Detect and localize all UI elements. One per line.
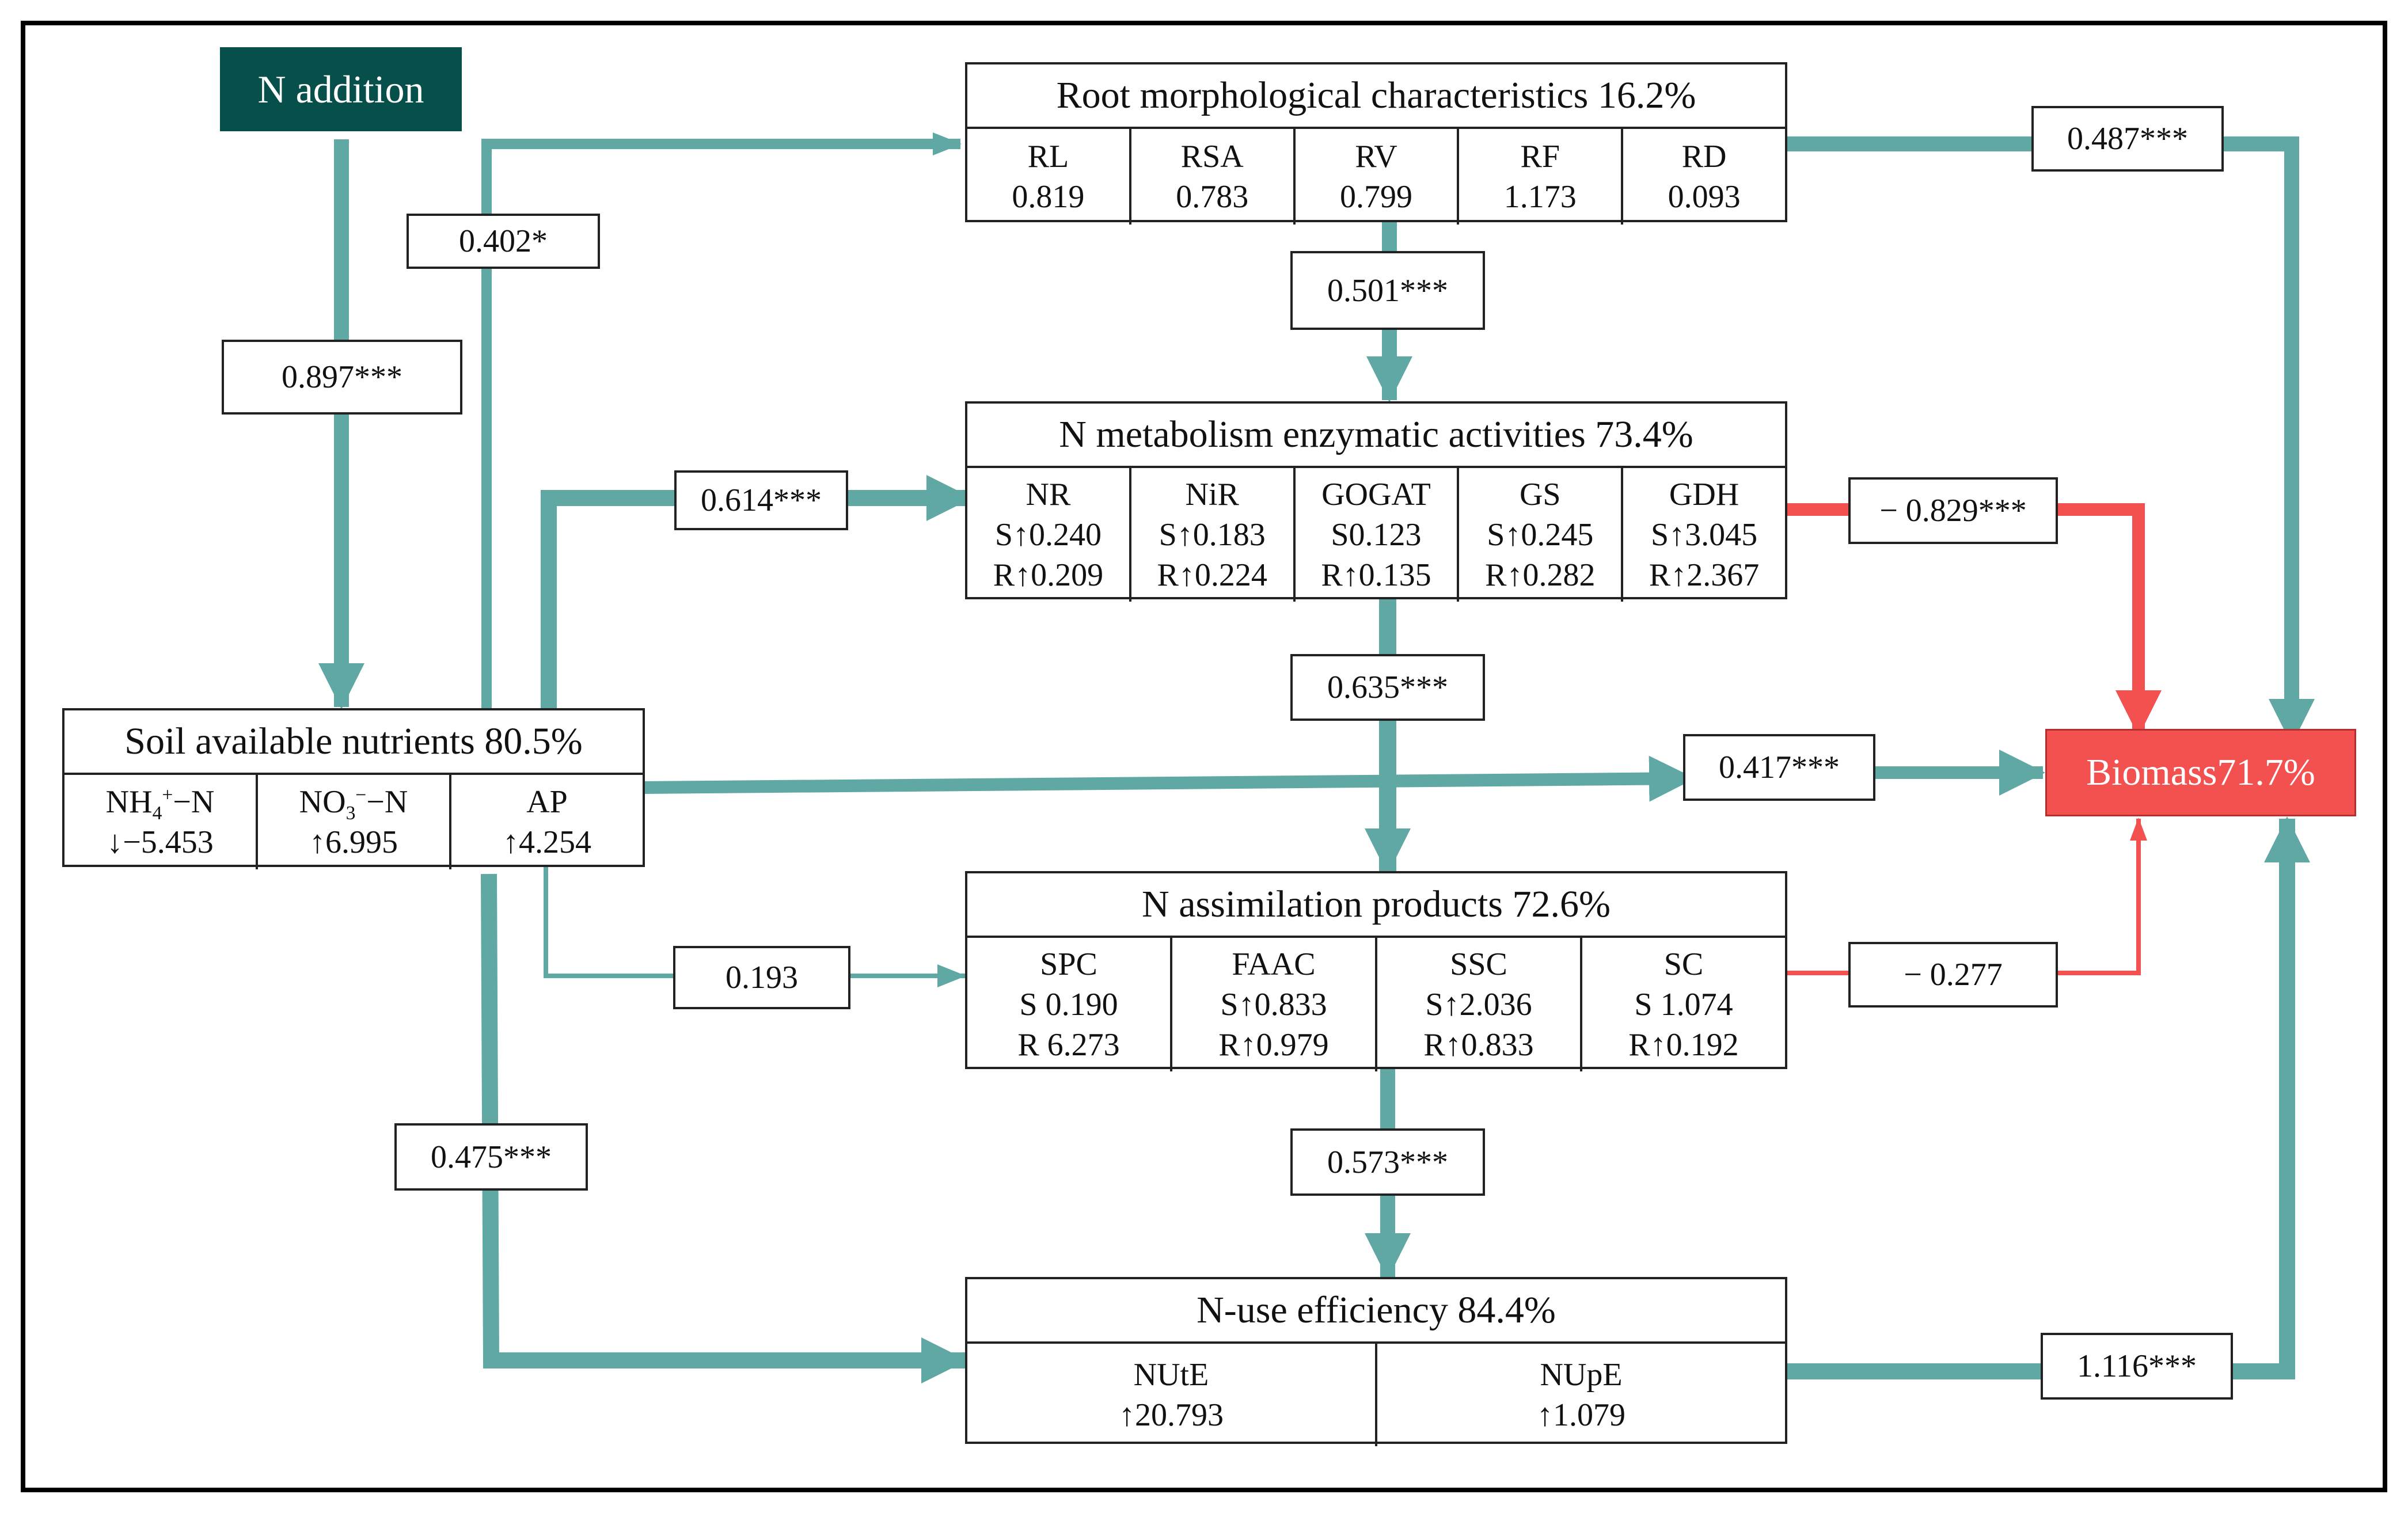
cell-rv-name: RV [1355,139,1397,174]
arrow-soil-to-biomass [644,755,1695,802]
root-morphology-title: Root morphological characteristics 16.2% [967,64,1785,129]
cell-gdh-s: S↑3.045 [1651,517,1758,553]
coef-assim-to-biomass: − 0.277 [1848,942,2058,1008]
cell-nute-name: NUtE [1133,1357,1209,1393]
coef-soil-to-metab: 0.614*** [674,470,848,530]
biomass-node: Biomass71.7% [2045,729,2356,816]
cell-nh4-value: ↓−5.453 [107,824,214,860]
coef-soil-to-assim: 0.193 [673,946,850,1009]
figure-frame [21,21,2387,1492]
cell-no3-value: ↑6.995 [309,824,398,860]
cell-ssc-s: S↑2.036 [1425,987,1532,1022]
cell-gs-name: GS [1519,477,1561,512]
coef-soil-to-root: 0.402* [407,214,600,269]
soil-nutrients-box: Soil available nutrients 80.5% NH4+−N ↓−… [62,708,645,869]
n-use-efficiency-box: N-use efficiency 84.4% NUtE ↑20.793 NUpE ↑… [965,1277,1787,1446]
cell-rl-name: RL [1027,139,1069,174]
cell-spc-s: S 0.190 [1019,987,1118,1022]
arrow-root-to-biomass [1787,136,2315,745]
n-metabolism-box: N metabolism enzymatic activities 73.4% … [965,401,1787,602]
n-assimilation-box: N assimilation products 72.6% SPC S 0.190… [965,871,1787,1071]
cell-gogat-name: GOGAT [1321,477,1431,512]
cell-rd-value: 0.093 [1668,179,1741,215]
coef-n-to-soil: 0.897*** [222,340,462,415]
cell-gogat-s: S0.123 [1331,517,1422,553]
arrow-nue-to-biomass [1787,816,2310,1379]
cell-no3: NO3−−N ↑6.995 [256,775,449,869]
cell-no3-name: NO3−−N [299,784,408,824]
n-addition-node: N addition [220,47,462,131]
cell-faac-s: S↑0.833 [1220,987,1327,1022]
cell-rv-value: 0.799 [1339,179,1412,215]
cell-sc-name: SC [1663,946,1704,982]
cell-rl: RL 0.819 [967,129,1129,225]
cell-nir-name: NiR [1185,477,1239,512]
cell-nupe-value: ↑1.079 [1537,1397,1625,1433]
cell-nh4-name: NH4+−N [105,784,215,824]
cell-sc-r: R↑0.192 [1628,1027,1739,1063]
cell-sc-s: S 1.074 [1634,987,1733,1022]
arrow-soil-to-root [481,132,962,709]
cell-rd: RD 0.093 [1621,129,1785,225]
n-assimilation-title: N assimilation products 72.6% [967,873,1785,938]
cell-gs-r: R↑0.282 [1485,557,1596,593]
cell-rf: RF 1.173 [1457,129,1621,225]
coef-assim-to-nue: 0.573*** [1290,1128,1485,1196]
n-metabolism-title: N metabolism enzymatic activities 73.4% [967,404,1785,468]
cell-nr-name: NR [1026,477,1071,512]
cell-nute: NUtE ↑20.793 [967,1344,1375,1446]
cell-rl-value: 0.819 [1012,179,1085,215]
cell-rf-value: 1.173 [1503,179,1577,215]
cell-gogat-r: R↑0.135 [1321,557,1431,593]
cell-faac-r: R↑0.979 [1218,1027,1329,1063]
cell-ap-value: ↑4.254 [503,824,591,860]
arrow-soil-to-nue [481,873,967,1383]
coef-root-to-metab: 0.501*** [1290,251,1485,330]
cell-gs-s: S↑0.245 [1487,517,1594,553]
cell-nir-r: R↑0.224 [1157,557,1267,593]
coef-metab-to-biomass: − 0.829*** [1848,477,2058,544]
cell-rd-name: RD [1681,139,1727,174]
cell-rsa: RSA 0.783 [1129,129,1293,225]
cell-nh4: NH4+−N ↓−5.453 [64,775,256,869]
cell-ssc-r: R↑0.833 [1423,1027,1534,1063]
coef-soil-to-nue: 0.475*** [394,1123,588,1191]
cell-rsa-value: 0.783 [1176,179,1249,215]
cell-gdh-r: R↑2.367 [1649,557,1760,593]
cell-nir-s: S↑0.183 [1159,517,1266,553]
cell-nr-r: R↑0.209 [993,557,1104,593]
cell-nr-s: S↑0.240 [994,517,1102,553]
cell-ap-name: AP [526,784,568,820]
coef-metab-to-assim: 0.635*** [1290,654,1485,721]
root-morphology-box: Root morphological characteristics 16.2%… [965,62,1787,225]
cell-spc-name: SPC [1040,946,1097,982]
coef-soil-to-biomass: 0.417*** [1683,734,1875,801]
cell-ap: AP ↑4.254 [449,775,643,869]
coef-root-to-biomass: 0.487*** [2031,106,2224,172]
cell-nupe-name: NUpE [1540,1357,1623,1393]
cell-rv: RV 0.799 [1293,129,1457,225]
cell-nupe: NUpE ↑1.079 [1375,1344,1785,1446]
cell-spc-r: R 6.273 [1017,1027,1120,1063]
coef-nue-to-biomass: 1.116*** [2041,1333,2233,1400]
soil-nutrients-title: Soil available nutrients 80.5% [64,710,643,775]
n-use-efficiency-title: N-use efficiency 84.4% [967,1279,1785,1344]
cell-rsa-name: RSA [1180,139,1244,174]
cell-rf-name: RF [1520,139,1560,174]
cell-spc: SPC S 0.190 R 6.273 [967,938,1170,1071]
cell-nute-value: ↑20.793 [1119,1397,1224,1433]
cell-ssc-name: SSC [1450,946,1507,982]
cell-gdh-name: GDH [1669,477,1739,512]
cell-faac-name: FAAC [1232,946,1316,982]
